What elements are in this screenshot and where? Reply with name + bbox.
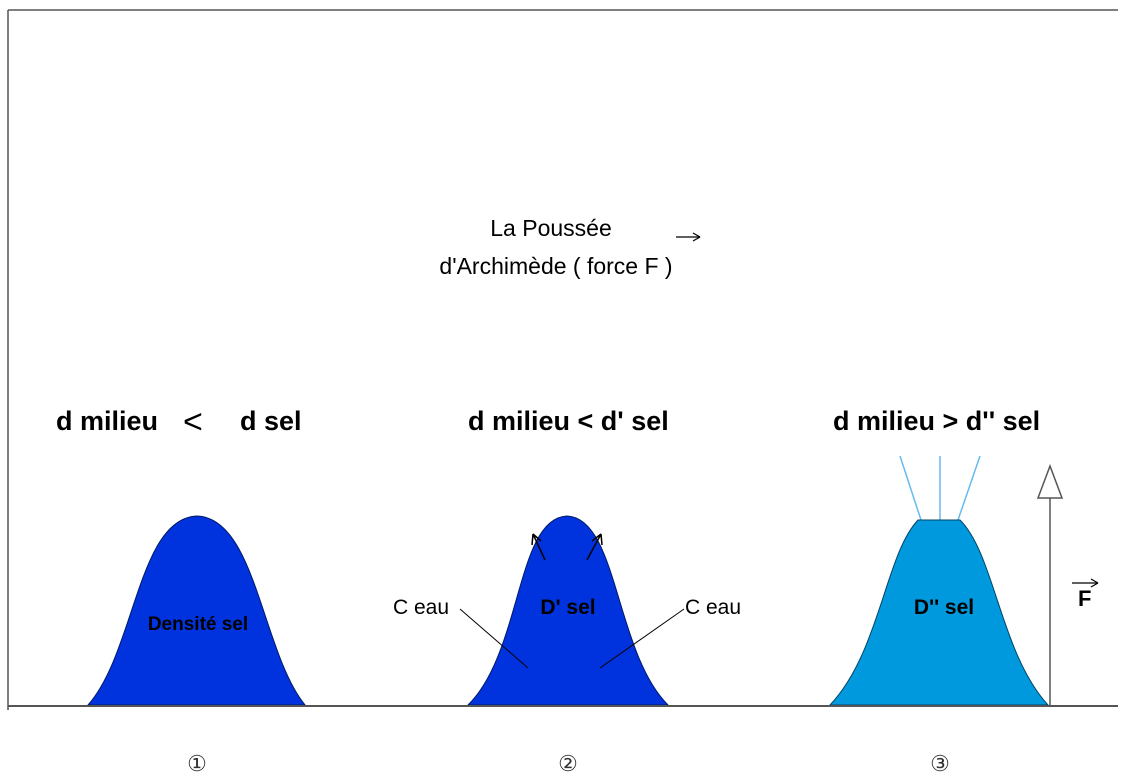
title-line-1: La Poussée <box>490 215 611 241</box>
panel-2-right-leader <box>599 608 685 669</box>
panel-3: d milieu > d'' sel D'' sel <box>828 406 1050 706</box>
panel-3-mound-label: D'' sel <box>914 596 974 619</box>
panel-2-mound-label: D' sel <box>540 596 595 619</box>
panel-3-number: ③ <box>930 751 950 776</box>
panel-2-inner-arrow-left-icon <box>531 533 546 561</box>
panel-1-salt-mound <box>86 515 307 706</box>
panel-3-condition: d milieu > d'' sel <box>833 406 1040 436</box>
force-vector-arrow-icon <box>1072 578 1099 588</box>
panel-3-rays-icon <box>899 455 981 521</box>
panel-2-salt-mound <box>466 515 670 706</box>
panel-3-salt-mound <box>828 519 1050 706</box>
panel-1-number: ① <box>187 751 207 776</box>
panel-1-condition-right: d sel <box>240 406 302 436</box>
title-line-2: d'Archimède ( force F ) <box>439 253 672 279</box>
panel-2: d milieu < d' sel D' sel C eau C eau <box>393 406 741 706</box>
panel-2-left-label: C eau <box>393 596 449 619</box>
panel-2-number: ② <box>558 751 578 776</box>
panel-2-inner-arrow-right-icon <box>586 533 603 561</box>
panel-1-mound-label: Densité sel <box>148 614 248 635</box>
title: La Poussée d'Archimède ( force F ) <box>439 215 701 279</box>
panel-2-left-leader <box>459 608 529 669</box>
force-arrow-head-icon <box>1036 463 1064 499</box>
panel-1-condition-left: d milieu <box>56 406 158 436</box>
panel-2-right-label: C eau <box>685 596 741 619</box>
force-arrow: F <box>1036 463 1099 705</box>
panel-2-condition: d milieu < d' sel <box>468 406 669 436</box>
force-label: F <box>1078 586 1091 611</box>
title-vector-arrow-icon <box>676 232 701 242</box>
panel-1-comparison-glyph: < <box>183 403 203 441</box>
panel-1: d milieu < d sel Densité sel <box>56 403 307 706</box>
